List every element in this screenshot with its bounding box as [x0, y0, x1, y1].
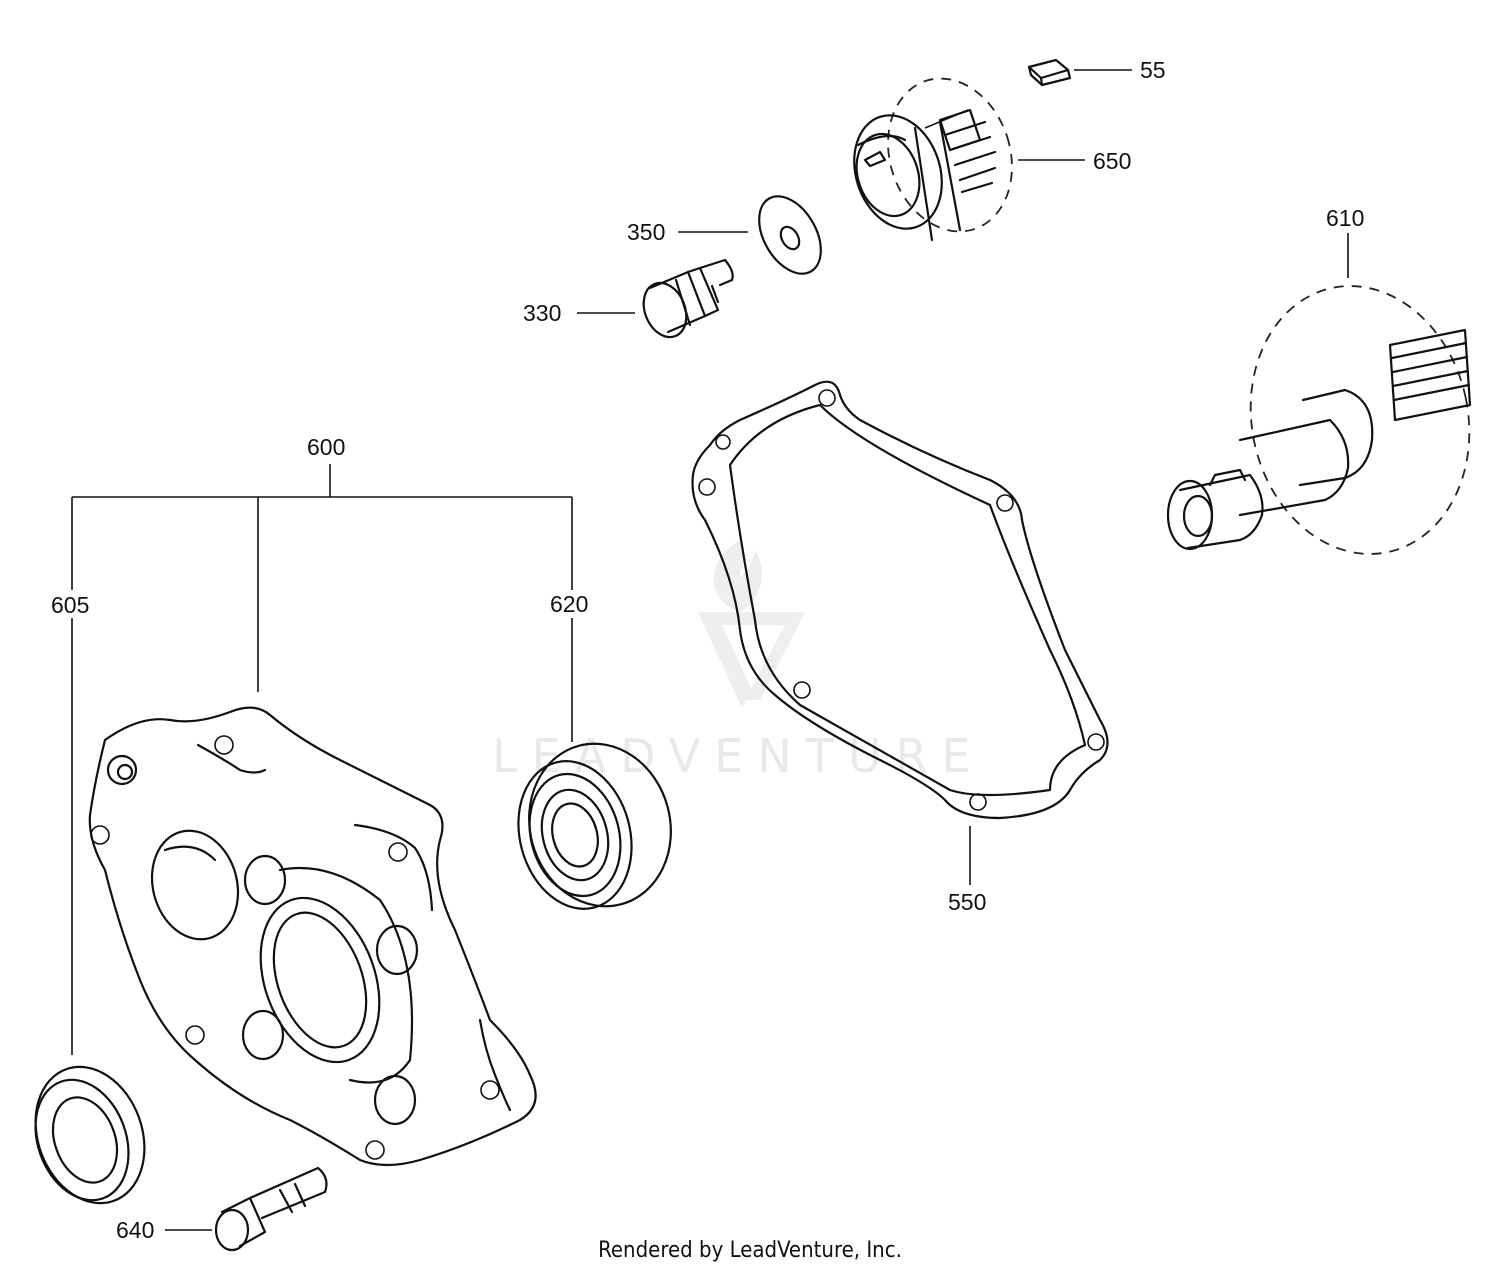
part-600-housing[interactable]: [88, 706, 537, 1167]
part-620-bearing[interactable]: [502, 728, 688, 923]
callout-610: 610: [1326, 205, 1364, 231]
part-330-plug[interactable]: [636, 258, 734, 343]
footer-credit: Rendered by LeadVenture, Inc.: [598, 1238, 902, 1263]
leader-lines: [71, 69, 1349, 1231]
callout-620: 620: [550, 591, 588, 617]
callout-640: 640: [116, 1217, 154, 1243]
part-650-gear[interactable]: [840, 62, 1031, 247]
callout-605: 605: [51, 592, 89, 618]
callout-550: 550: [948, 889, 986, 915]
part-605-seal[interactable]: [17, 1051, 163, 1218]
part-350-washer[interactable]: [746, 186, 833, 285]
callout-330: 330: [523, 300, 561, 326]
callout-55: 55: [1140, 57, 1166, 83]
callout-600: 600: [307, 434, 345, 460]
part-550-gasket[interactable]: [691, 380, 1109, 820]
part-640-bolt[interactable]: [214, 1166, 328, 1252]
callout-350: 350: [627, 219, 665, 245]
part-610-shaft[interactable]: [1166, 265, 1494, 574]
watermark-logo: [698, 540, 805, 708]
part-55-key[interactable]: [1027, 58, 1072, 87]
callout-650: 650: [1093, 148, 1131, 174]
